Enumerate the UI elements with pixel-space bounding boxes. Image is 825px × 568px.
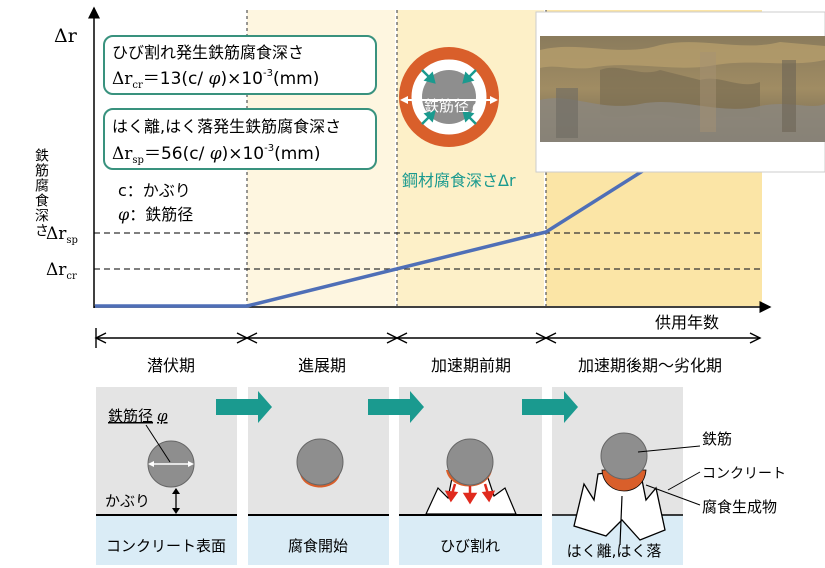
panel-accel-early	[399, 387, 542, 565]
corrosion-depth-curve	[95, 158, 661, 308]
callout-line-concrete	[667, 471, 701, 491]
formula-crack-title: ひび割れ発生鉄筋腐食深さ	[112, 43, 304, 62]
panel-accel-early-caption: ひび割れ	[440, 537, 500, 555]
x-axis-title: 供用年数	[655, 313, 719, 332]
y-label-sp: Δrsp	[46, 224, 78, 246]
panel-progression	[248, 387, 389, 565]
callout-concrete: コンクリート	[702, 466, 786, 482]
transition-arrow-2	[368, 391, 424, 423]
stage-label-latent: 潜伏期	[147, 356, 195, 375]
formula-spall-equation: Δrsp＝56(c/ φ)×10-3(mm)	[112, 143, 321, 166]
panel-progression-caption: 腐食開始	[288, 537, 348, 555]
legend-diameter: φ：鉄筋径	[118, 205, 193, 224]
stage-label-accel-early: 加速期前期	[431, 356, 511, 375]
transition-arrows	[216, 391, 578, 423]
panel-accel-late-caption: はく離,はく落	[567, 542, 662, 560]
rebar-cross-section	[399, 47, 499, 147]
panel-latent	[96, 387, 237, 565]
y-top-label: Δr	[54, 25, 78, 47]
y-axis-title: 鉄筋腐食深さ	[33, 148, 49, 238]
transition-arrow-3	[522, 391, 578, 423]
y-label-cr: Δrcr	[46, 260, 77, 282]
formula-box-spall	[103, 108, 377, 170]
stage-label-accel-late: 加速期後期～劣化期	[578, 356, 722, 375]
stage-arrows	[94, 328, 762, 348]
corroded-rebar-photo	[535, 11, 825, 173]
callout-line-corrosion	[645, 484, 701, 506]
rebar-caption: 鋼材腐食深さΔr	[402, 171, 516, 190]
stage-label-progression: 進展期	[298, 356, 346, 375]
formula-spall-title: はく離,はく落発生鉄筋腐食深さ	[112, 117, 341, 136]
legend-cover: c：かぶり	[118, 181, 191, 200]
formula-crack-equation: Δrcr＝13(c/ φ)×10-3(mm)	[112, 68, 319, 91]
callout-line-rebar	[637, 445, 701, 453]
panel-latent-cover: かぶり	[105, 492, 150, 510]
formula-box-crack	[103, 35, 377, 95]
transition-arrow-1	[216, 391, 272, 423]
panel-latent-caption: コンクリート表面	[106, 537, 226, 555]
callout-rebar: 鉄筋	[702, 430, 732, 448]
callout-corrosion-product: 腐食生成物	[702, 498, 777, 516]
